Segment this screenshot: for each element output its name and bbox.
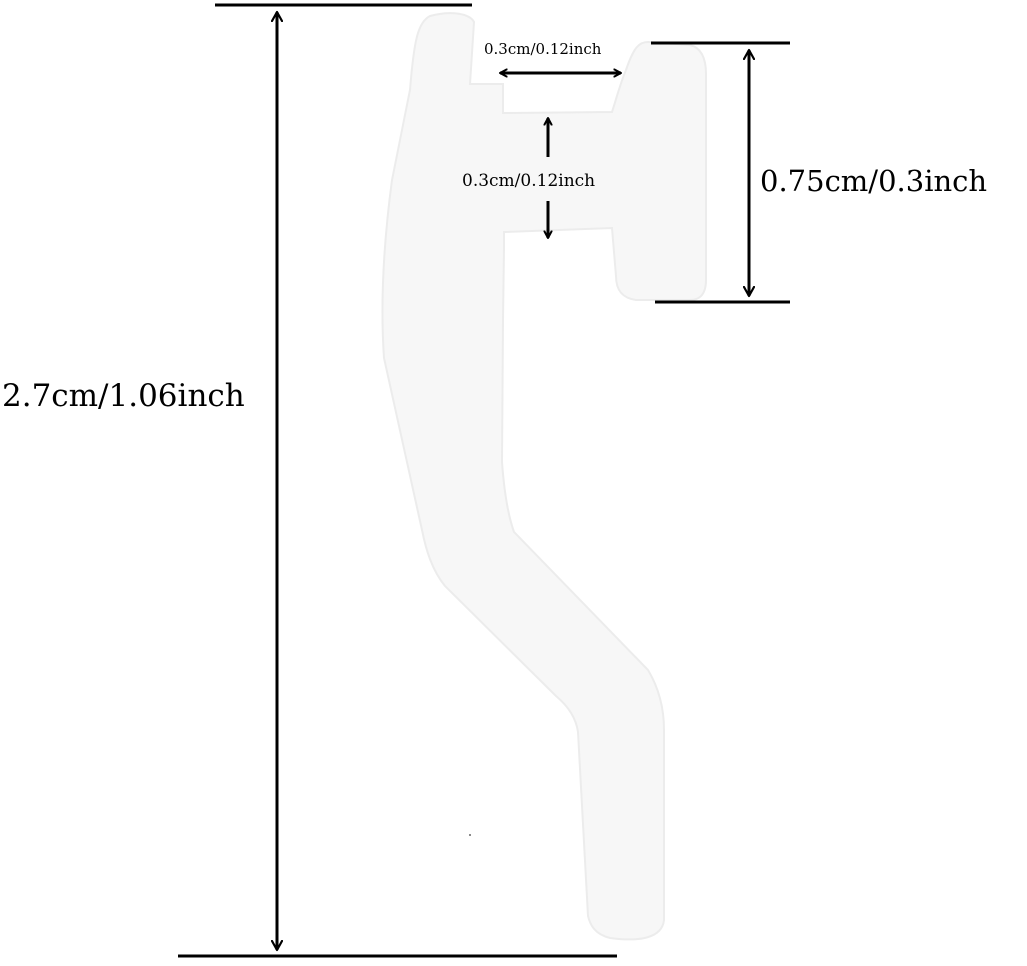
total-height-label: 2.7cm/1.06inch <box>2 378 245 414</box>
head-height-label: 0.75cm/0.3inch <box>760 164 988 198</box>
window-crank-handle-icon <box>381 12 707 941</box>
slot-height-label: 0.3cm/0.12inch <box>462 171 596 191</box>
slot-width-label: 0.3cm/0.12inch <box>484 40 602 58</box>
speck-mark <box>469 834 471 836</box>
